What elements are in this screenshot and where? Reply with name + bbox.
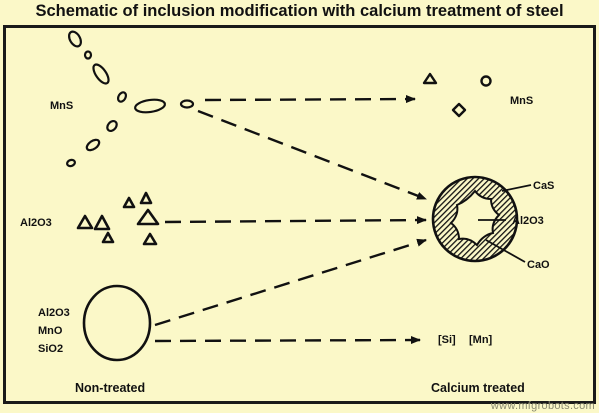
mns-label-left: MnS <box>50 100 73 112</box>
arrow-oxides-to-composite <box>154 238 427 327</box>
al2o3-triangle <box>122 196 136 209</box>
mns-globular-circle <box>480 75 492 87</box>
composite-inclusion <box>431 175 532 263</box>
oxide-label-al2o3: Al2O3 <box>38 307 70 319</box>
mns-inclusion <box>134 98 166 114</box>
mns-inclusion <box>83 50 93 60</box>
mns-inclusion <box>179 99 195 109</box>
al2o3-triangle-inclusions <box>76 191 160 246</box>
arrow-oxides-to-dissolved <box>154 336 421 345</box>
mns-inclusion <box>92 63 110 85</box>
mns-inclusion <box>68 30 82 48</box>
arrow-mns-to-composite <box>197 109 427 201</box>
oxide-inclusion-ellipse <box>82 284 152 362</box>
watermark-text: www.mfgrobots.com <box>490 400 595 412</box>
oxide-label-mno: MnO <box>38 325 63 337</box>
transformation-arrows <box>154 95 427 345</box>
calcium-treated-caption: Calcium treated <box>431 381 525 395</box>
mns-inclusion <box>66 158 76 168</box>
al2o3-label-left: Al2O3 <box>20 217 52 229</box>
cao-label: CaO <box>527 259 550 271</box>
al2o3-core <box>449 189 501 247</box>
mns-inclusion <box>106 119 118 133</box>
mns-elongated-inclusions <box>66 30 195 168</box>
al2o3-triangle <box>139 191 153 205</box>
leader-cao <box>485 239 526 263</box>
al2o3-triangle <box>136 208 160 226</box>
mns-label-right: MnS <box>510 95 533 107</box>
non-treated-caption: Non-treated <box>75 381 145 395</box>
diagram-frame <box>3 25 596 404</box>
mns-inclusion <box>116 91 128 103</box>
mns-inclusion <box>85 138 101 152</box>
al2o3-triangle <box>101 231 115 244</box>
mn-label: [Mn] <box>469 334 493 346</box>
oxide-label-sio2: SiO2 <box>38 343 63 355</box>
cas-label: CaS <box>533 180 554 192</box>
al2o3-triangle <box>142 232 158 246</box>
arrow-mns-to-mns <box>204 95 416 104</box>
al2o3-triangle <box>93 214 111 231</box>
diagram-title: Schematic of inclusion modification with… <box>35 2 564 20</box>
mns-globular-diamond <box>451 102 467 118</box>
al2o3-triangle <box>76 214 94 230</box>
arrow-al2o3-to-composite <box>164 216 427 225</box>
mns-globular-inclusions <box>422 72 492 118</box>
leader-cas <box>501 184 532 192</box>
si-label: [Si] <box>438 334 456 346</box>
mns-globular-triangle <box>422 72 438 85</box>
al2o3-label-right: Al2O3 <box>512 215 544 227</box>
